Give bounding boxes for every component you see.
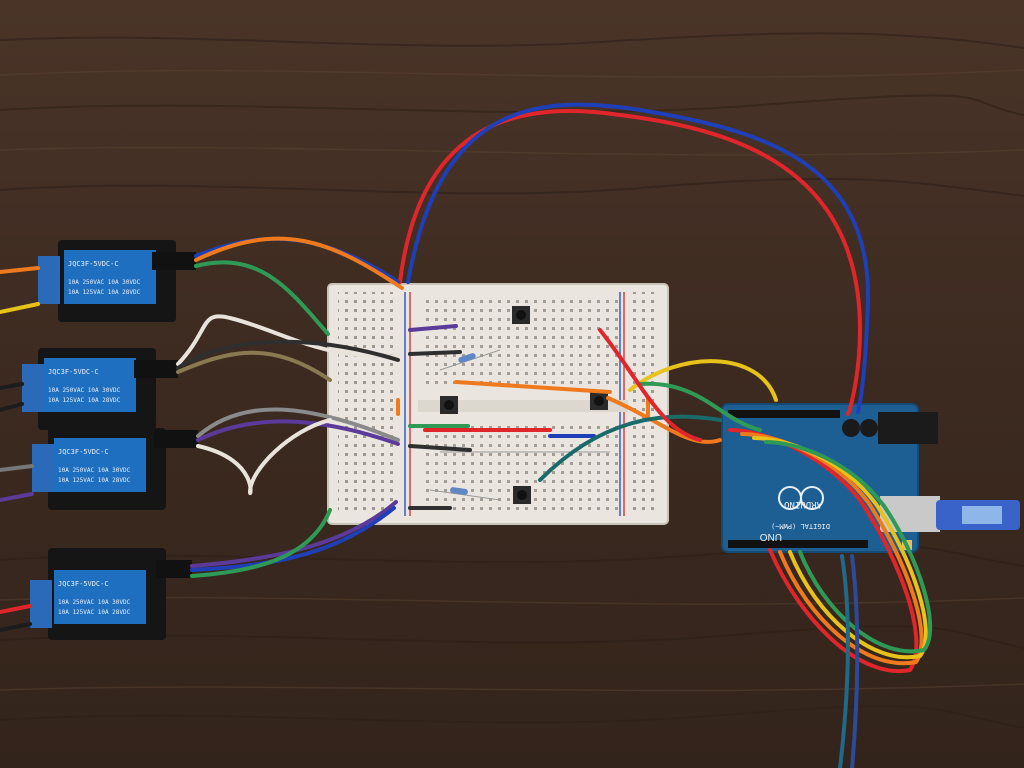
push-button-right: [590, 392, 608, 410]
push-button-bottom: [513, 486, 531, 504]
analog-header: [728, 410, 840, 418]
usb-stick: [936, 500, 1020, 530]
breadboard-jumpers: [396, 324, 650, 510]
relay-2-line3: 10A 125VAC 10A 28VDC: [48, 397, 121, 404]
relay-1-line3: 10A 125VAC 10A 28VDC: [68, 289, 141, 296]
relay-4-line2: 10A 250VAC 10A 30VDC: [58, 599, 131, 606]
relay-3-line3: 10A 125VAC 10A 28VDC: [58, 477, 131, 484]
digital-label: DIGITAL (PWM~): [771, 522, 830, 530]
power-jack: [878, 412, 938, 444]
relay-4-line1: JQC3F-5VDC-C: [58, 580, 109, 588]
jumper-wires: [0, 102, 933, 768]
resistor-2: [429, 487, 501, 501]
relay-module-3: JQC3F-5VDC-C 10A 250VAC 10A 30VDC 10A 12…: [32, 428, 198, 510]
arduino-brand: ARDUINO: [784, 499, 822, 509]
digital-header: [728, 540, 868, 548]
push-button-left: [440, 396, 458, 414]
push-button-top: [512, 306, 530, 324]
relay-module-1: JQC3F-5VDC-C 10A 250VAC 10A 30VDC 10A 12…: [38, 240, 196, 322]
relay-4-line3: 10A 125VAC 10A 28VDC: [58, 609, 131, 616]
breadboard: [327, 283, 669, 525]
arduino-model: UNO: [760, 531, 782, 542]
relay-1-line1: JQC3F-5VDC-C: [68, 260, 119, 268]
arduino-uno: ARDUINO UNO DIGITAL (PWM~): [721, 403, 940, 553]
resistor-1: [439, 349, 501, 371]
relay-3-line1: JQC3F-5VDC-C: [58, 448, 109, 456]
relay-3-line2: 10A 250VAC 10A 30VDC: [58, 467, 131, 474]
relay-module-4: JQC3F-5VDC-C 10A 250VAC 10A 30VDC 10A 12…: [30, 548, 192, 640]
relay-1-line2: 10A 250VAC 10A 30VDC: [68, 279, 141, 286]
relay-2-line2: 10A 250VAC 10A 30VDC: [48, 387, 121, 394]
relay-module-2: JQC3F-5VDC-C 10A 250VAC 10A 30VDC 10A 12…: [22, 348, 178, 430]
wood-grain: [0, 32, 1024, 729]
relay-2-line1: JQC3F-5VDC-C: [48, 368, 99, 376]
